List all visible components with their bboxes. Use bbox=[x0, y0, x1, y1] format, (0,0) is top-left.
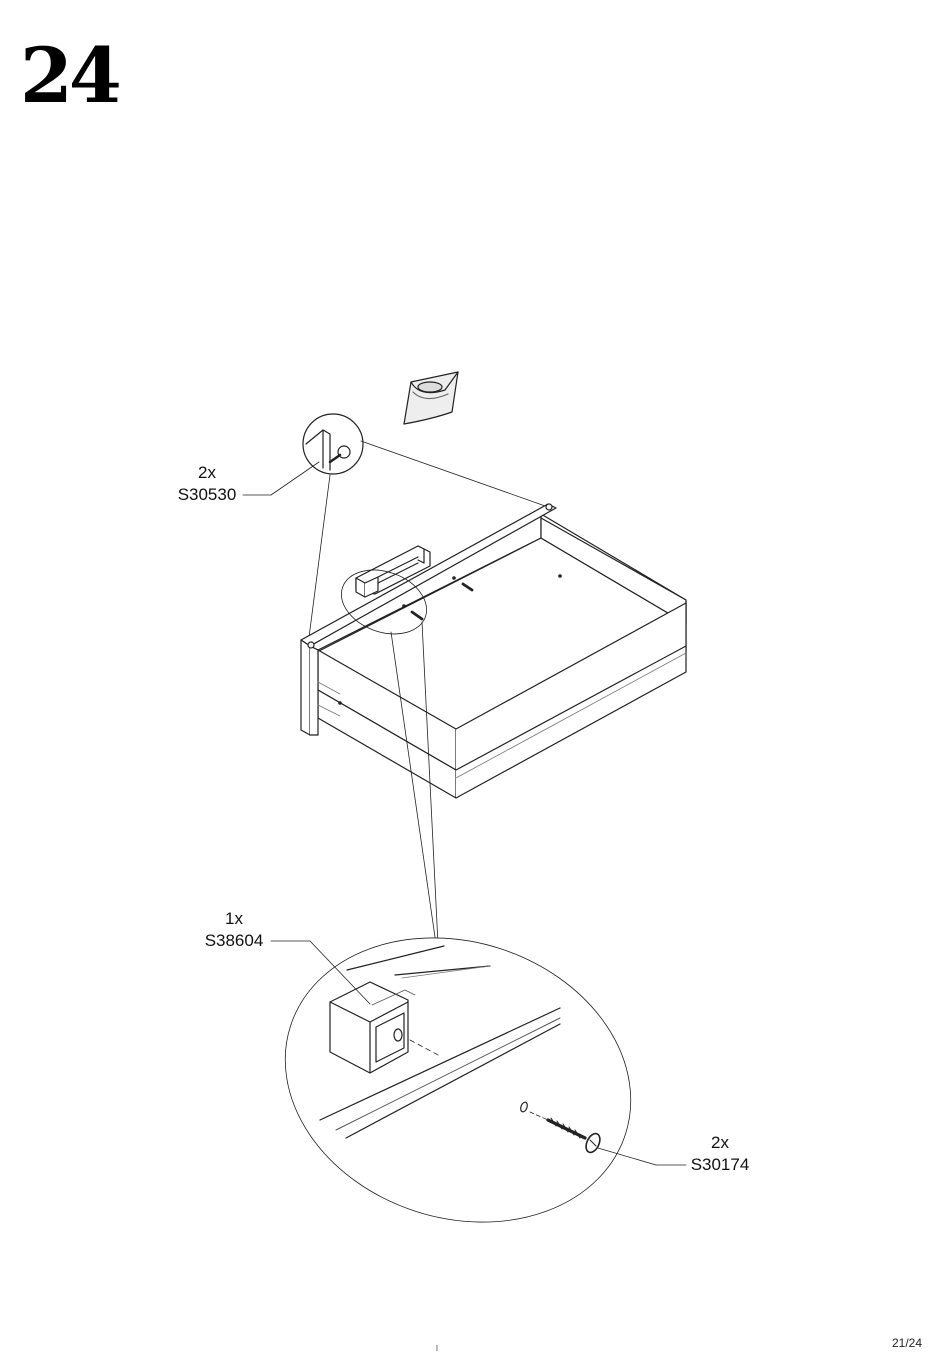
booklet-icon bbox=[404, 372, 458, 424]
page-indicator: 21/24 bbox=[892, 1336, 922, 1350]
handle-qty: 1x bbox=[198, 908, 270, 930]
hinge-detail-line-down bbox=[308, 475, 330, 645]
drawer-box bbox=[301, 504, 686, 798]
hinge-screw-code: S30530 bbox=[172, 484, 242, 506]
handle-code: S38604 bbox=[198, 930, 270, 952]
hinge-screw-callout: 2x S30530 bbox=[172, 462, 242, 506]
screw-callout: 2x S30174 bbox=[684, 1132, 756, 1176]
hinge-detail-circle bbox=[303, 414, 363, 474]
handle-callout: 1x S38604 bbox=[198, 908, 270, 952]
hinge-detail-line-right bbox=[361, 441, 548, 507]
hinge-leader-diagonal bbox=[271, 462, 319, 495]
handle-large-detail bbox=[248, 894, 668, 1265]
screw-qty: 2x bbox=[684, 1132, 756, 1154]
screw-code: S30174 bbox=[684, 1154, 756, 1176]
hinge-screw-qty: 2x bbox=[172, 462, 242, 484]
